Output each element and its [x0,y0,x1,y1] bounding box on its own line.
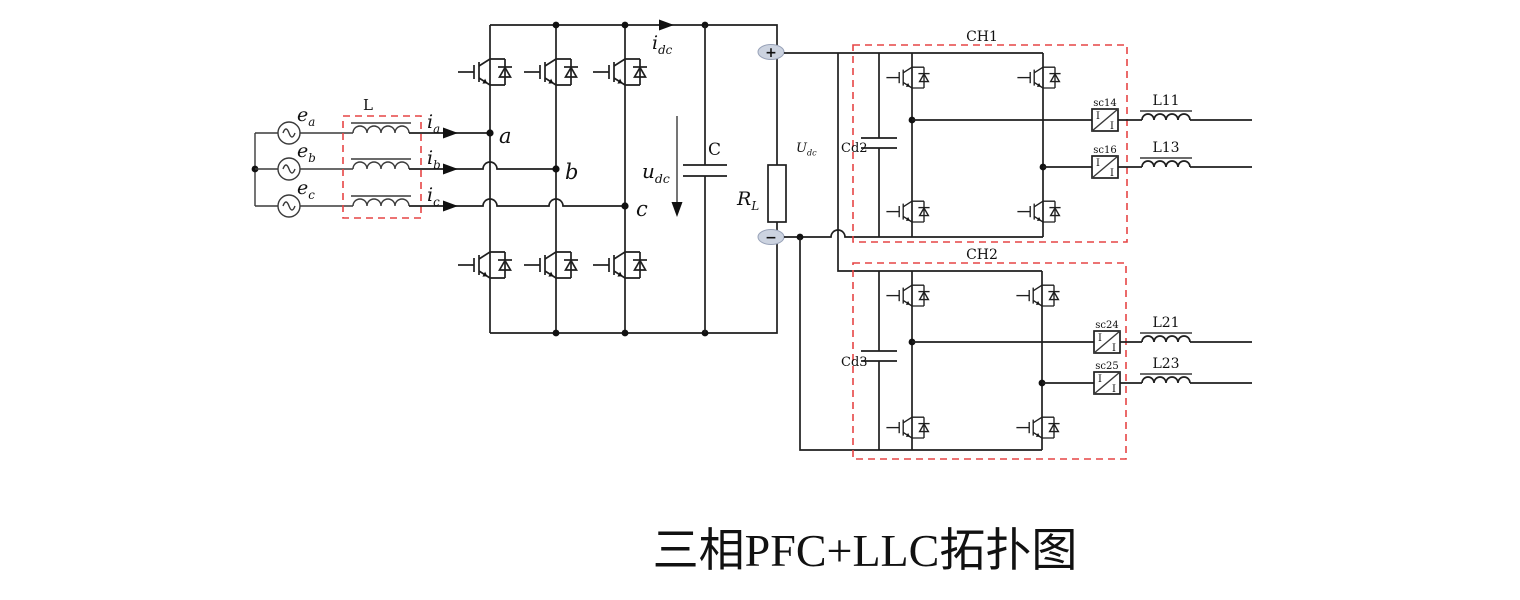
igbt-ch2-right-bottom [1015,416,1061,439]
ch2-capacitor-label: Cd3 [841,355,868,370]
current-b-arrow [443,163,458,175]
plus-terminal [757,44,785,60]
sensor-letter: I [1112,343,1116,354]
current-a-arrow [443,127,458,139]
output-inductor-l23-icon [1141,376,1191,384]
ch2-dashed-box [852,262,1127,460]
node-c-dot [621,202,629,210]
ch1-label: CH1 [966,29,998,45]
phase-inductor-c-icon [352,198,410,207]
minus-rail [784,229,1043,238]
dc-link-section: RL + − Udc [736,44,1043,451]
sensor-sc25-label: sc25 [1095,361,1118,372]
source-stub-wires [255,132,278,207]
igbt-leg3-bottom [592,251,648,279]
minus-terminal-label: − [765,230,777,246]
inductor-l21-label: L21 [1152,315,1179,331]
ch1-capacitor-plates [861,137,897,149]
load-resistor [767,164,787,223]
igbt-ch2-left-top [885,284,931,307]
input-filter-section: L [342,96,422,219]
load-label: RL [736,188,759,213]
igbt-leg1-bottom [457,251,513,279]
sensor-letter: I [1110,121,1114,132]
phase-line-section: ia ib ic [409,111,625,212]
three-phase-bridge: a b c idc udc C [457,19,778,337]
node-b-dot [552,165,560,173]
ch2-module: CH2 Cd3 I I sc24 L21 I I sc25 [841,247,1252,460]
current-b-label: ib [427,147,441,172]
sensor-letter: I [1098,374,1102,385]
filter-dashed-box [342,115,422,219]
bus-to-ch2-top [837,53,1042,272]
filter-label: L [363,96,373,114]
junction-dot [552,329,560,337]
ch1-module: CH1 Cd2 I I sc14 L11 I I sc16 [841,29,1252,243]
node-b-label: b [565,160,578,184]
sensor-sc24-label: sc24 [1095,320,1118,331]
sensor-letter: I [1112,384,1116,395]
plus-terminal-label: + [765,45,777,61]
node-a-dot [486,129,494,137]
sensor-letter: I [1096,158,1100,169]
igbt-leg1-top [457,58,513,86]
sensor-sc16-diagonal [1091,155,1119,179]
dc-capacitor-plates [683,164,727,177]
bridge-bottom-rail [490,243,778,334]
ch2-capacitor-plates [861,350,897,362]
inductor-l13-label: L13 [1152,140,1179,156]
igbt-leg2-bottom [523,251,579,279]
igbt-ch1-right-top [1016,66,1062,89]
bridge-top-rail [490,24,778,45]
sensor-sc16-label: sc16 [1093,145,1116,156]
udc-arrow-head [671,202,683,217]
diagram-title: 三相PFC+LLC拓扑图 [653,525,1078,576]
current-c-label: ic [427,184,440,209]
igbt-leg3-top [592,58,648,86]
ch1-dashed-box [852,44,1128,243]
dc-capacitor-label: C [708,140,721,160]
source-output-wires [300,132,353,207]
output-inductor-l21-icon [1141,335,1191,343]
idc-label: idc [652,32,673,57]
phase-c-wire [409,198,625,207]
sensor-sc24-diagonal [1093,330,1121,354]
node-c-label: c [636,197,648,221]
bus-to-ch2-bottom [799,237,1042,451]
phase-inductor-b-icon [352,161,410,170]
node-a-label: a [499,124,512,148]
output-inductor-l11-icon [1141,113,1191,121]
output-inductor-l13-icon [1141,160,1191,168]
igbt-ch2-right-top [1015,284,1061,307]
source-b-label: eb [297,140,316,165]
sensor-letter: I [1096,111,1100,122]
igbt-leg2-top [523,58,579,86]
idc-arrow [659,19,674,31]
igbt-ch1-left-bottom [885,200,931,223]
sensor-sc25-diagonal [1093,371,1121,395]
ac-source-section: ea eb ec [251,104,353,218]
inductor-l23-label: L23 [1152,356,1179,372]
sensor-letter: I [1110,168,1114,179]
igbt-ch2-left-bottom [885,416,931,439]
ch2-label: CH2 [966,247,998,263]
inductor-l11-label: L11 [1152,93,1179,109]
source-c-label: ec [297,177,315,202]
junction-dot [552,21,560,29]
phase-inductor-a-icon [352,125,410,134]
current-a-label: ia [427,111,440,136]
sensor-sc14-diagonal [1091,108,1119,132]
sensor-letter: I [1098,333,1102,344]
current-c-arrow [443,200,458,212]
sensor-sc14-label: sc14 [1093,98,1116,109]
igbt-ch1-left-top [885,66,931,89]
source-a-label: ea [297,104,315,129]
udc-label: udc [642,159,670,186]
junction-dot [621,21,629,29]
bus-voltage-label: Udc [796,141,817,158]
junction-dot [621,329,629,337]
ch1-capacitor-label: Cd2 [841,141,868,156]
igbt-ch1-right-bottom [1016,200,1062,223]
